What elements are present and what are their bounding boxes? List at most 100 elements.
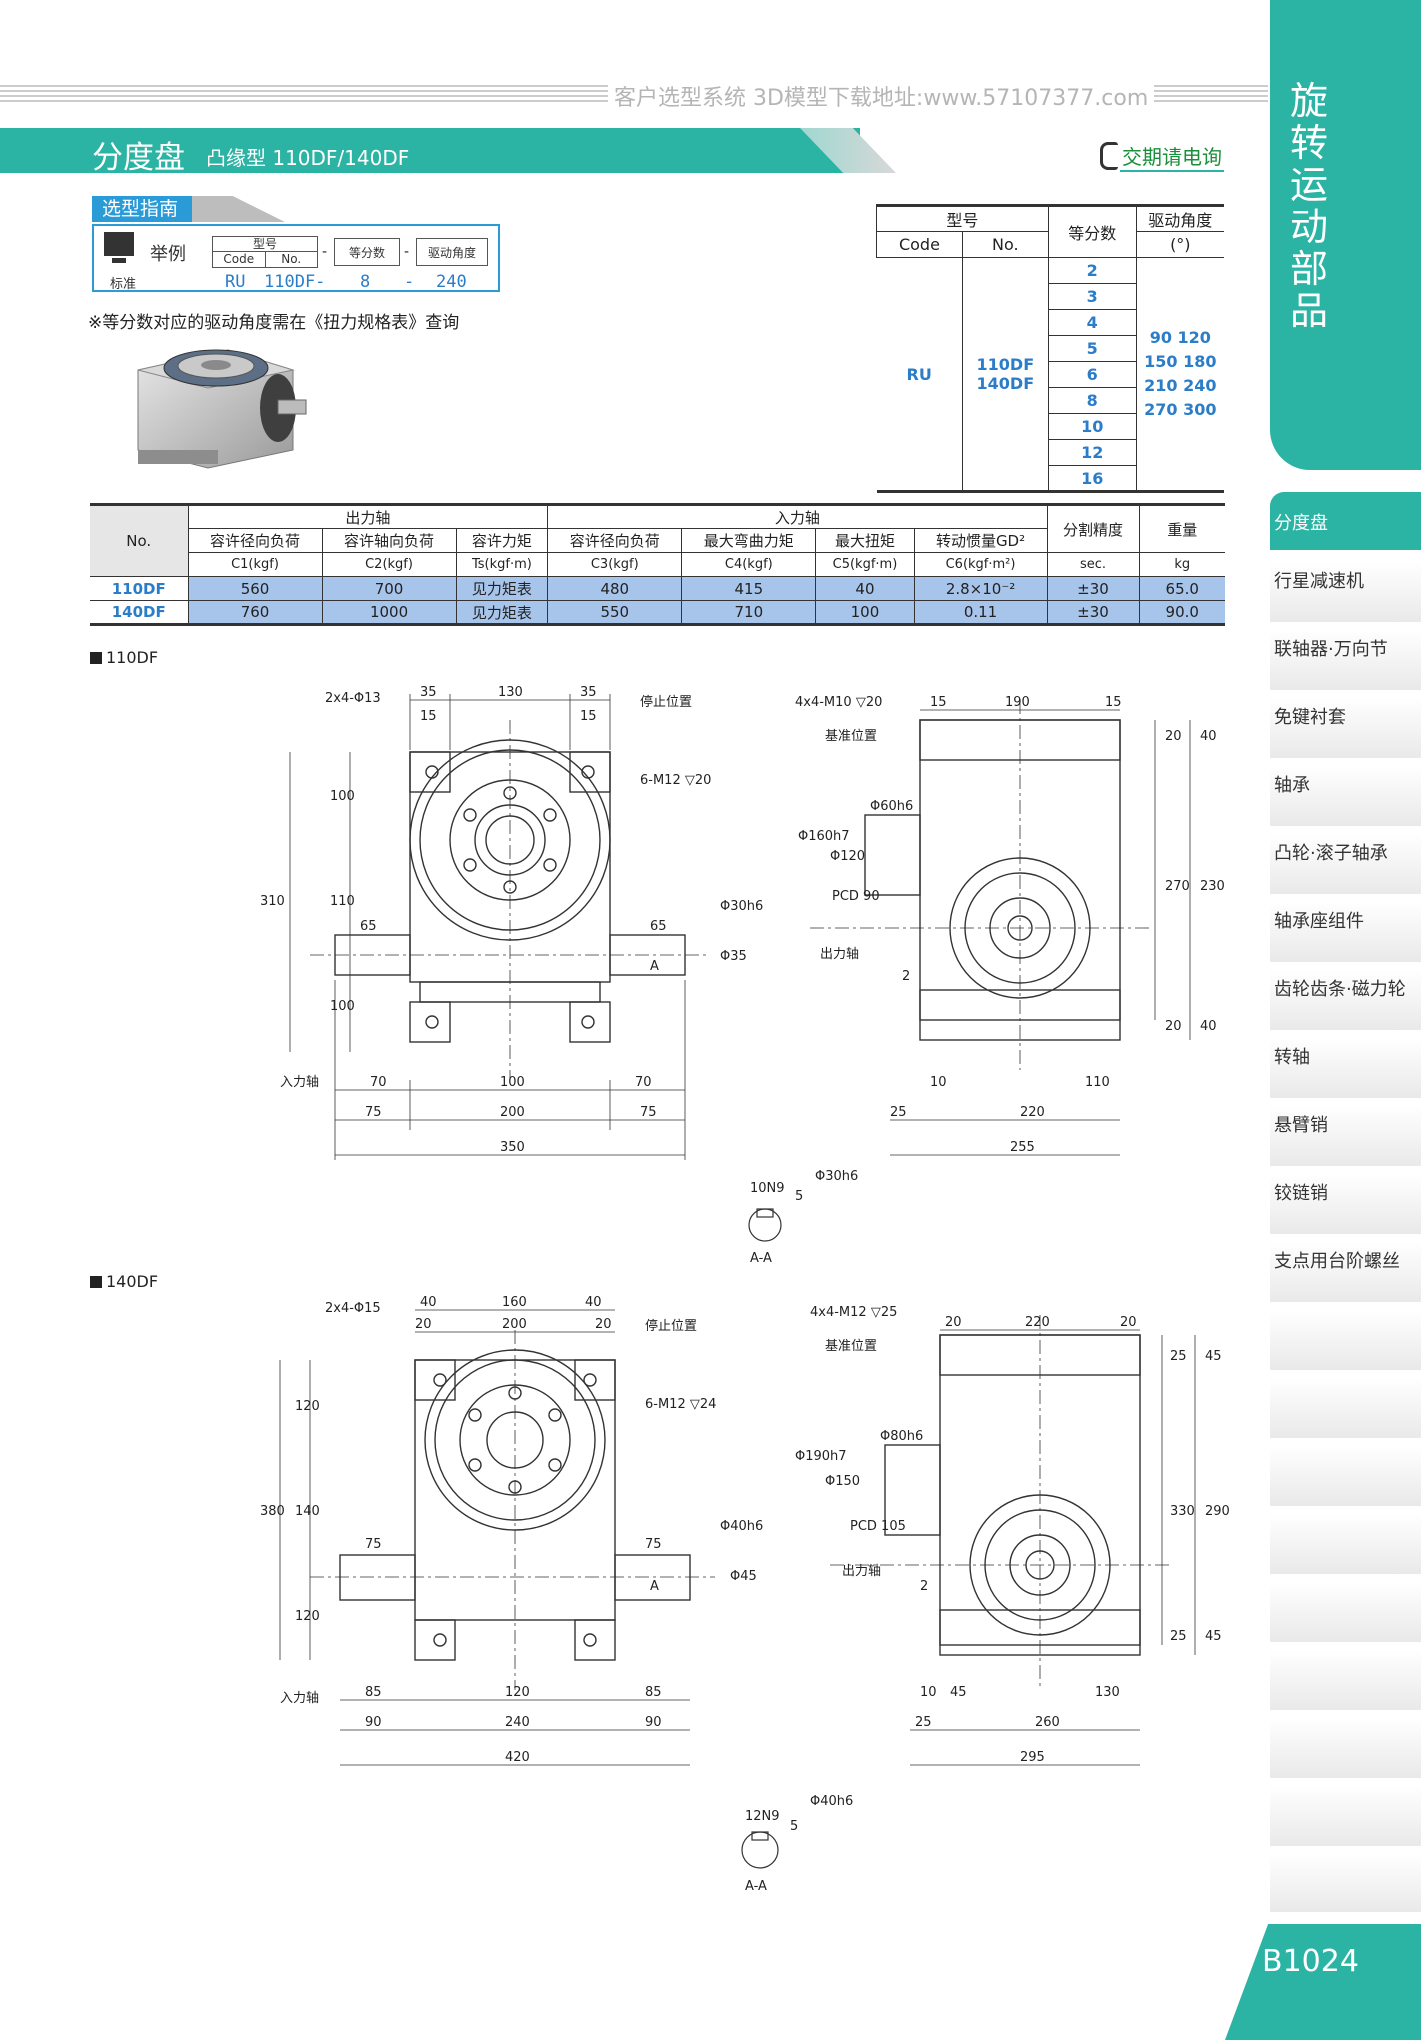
sidebar-item-blank xyxy=(1270,1786,1421,1848)
model-table-div-header: 等分数 xyxy=(1047,204,1137,258)
dim: 15 xyxy=(930,695,947,710)
dim: 70 xyxy=(370,1075,387,1090)
sidebar-item-blank xyxy=(1270,1854,1421,1914)
drawing-110df-side-dims xyxy=(890,709,1191,1156)
dim: 90 xyxy=(365,1715,382,1730)
sidebar-item-cam-follower[interactable]: 凸轮·滚子轴承 xyxy=(1270,834,1421,896)
sidebar-item-blank xyxy=(1270,1582,1421,1644)
dim: 20 xyxy=(1165,1019,1182,1034)
sidebar-item-cantilever-pin[interactable]: 悬臂销 xyxy=(1270,1106,1421,1168)
dim: 45 xyxy=(1205,1349,1222,1364)
angle-line: 150 180 xyxy=(1144,352,1217,371)
sidebar-item-bearing-housing[interactable]: 轴承座组件 xyxy=(1270,902,1421,964)
callout: Φ40h6 xyxy=(720,1519,763,1534)
spec-unit: kg xyxy=(1138,552,1225,577)
spec-unit: C2(kgf) xyxy=(321,552,457,577)
callout: Φ190h7 xyxy=(795,1449,847,1464)
dim: 295 xyxy=(1020,1750,1045,1765)
callout: 4x4-M12 ▽25 xyxy=(810,1305,897,1320)
callout: 停止位置 xyxy=(645,1318,697,1334)
division-cell: 3 xyxy=(1047,283,1137,310)
dim: 75 xyxy=(365,1105,382,1120)
dim: 15 xyxy=(580,709,597,724)
monitor-icon xyxy=(104,232,134,256)
callout: 5 xyxy=(790,1819,798,1834)
dim: 20 xyxy=(1120,1315,1137,1330)
product-photo xyxy=(137,349,307,469)
dim: 310 xyxy=(260,894,285,909)
drawing-140df-side-text: 20 220 20 25 45 330 290 25 45 2 10 45 13… xyxy=(795,1305,1230,1765)
callout: Φ150 xyxy=(825,1474,860,1489)
model-download-url[interactable]: 客户选型系统 3D模型下载地址:www.57107377.com xyxy=(608,80,1155,112)
drawing-110df-section-aa xyxy=(748,1208,782,1242)
division-cell: 4 xyxy=(1047,309,1137,336)
sidebar-item-bearing[interactable]: 轴承 xyxy=(1270,766,1421,828)
sidebar-item-coupling[interactable]: 联轴器·万向节 xyxy=(1270,630,1421,692)
spec-c3: 550 xyxy=(547,600,683,625)
spec-c3: 480 xyxy=(547,576,683,601)
dim: 420 xyxy=(505,1750,530,1765)
spec-unit: C5(kgf·m) xyxy=(815,552,915,577)
sidebar-item-shaft[interactable]: 转轴 xyxy=(1270,1038,1421,1100)
angle-line: 90 120 xyxy=(1149,328,1211,347)
dim: 200 xyxy=(500,1105,525,1120)
spec-input-header: 入力轴 xyxy=(547,504,1048,529)
angle-line: 210 240 xyxy=(1144,376,1217,395)
title-bar xyxy=(0,128,860,173)
dim: 65 xyxy=(360,919,377,934)
selection-example-box xyxy=(92,224,500,292)
model-table-angle-header: 驱动角度 xyxy=(1135,204,1224,232)
dim: 230 xyxy=(1200,879,1225,894)
page-number: B1024 xyxy=(1262,1944,1359,1979)
spec-acc: ±30 xyxy=(1046,600,1140,625)
dim: 20 xyxy=(945,1315,962,1330)
dim: 10 xyxy=(930,1075,947,1090)
dim: 380 xyxy=(260,1504,285,1519)
dim: 130 xyxy=(1095,1685,1120,1700)
spec-c5: 100 xyxy=(815,600,915,625)
spec-c1: 560 xyxy=(187,576,323,601)
dim: 20 xyxy=(1165,729,1182,744)
example-model-box: 型号 Code No. xyxy=(212,236,318,268)
sidebar-item-blank xyxy=(1270,1650,1421,1712)
sidebar-item-gear-rack[interactable]: 齿轮齿条·磁力轮 xyxy=(1270,970,1421,1032)
dim: 2 xyxy=(920,1579,928,1594)
model-table-code-cell: RU xyxy=(876,257,963,493)
spec-unit: sec. xyxy=(1046,552,1140,577)
dim: 25 xyxy=(890,1105,907,1120)
callout: 基准位置 xyxy=(825,729,877,744)
callout: A-A xyxy=(750,1251,772,1266)
selection-note: ※等分数对应的驱动角度需在《扭力规格表》查询 xyxy=(88,313,460,333)
dim: 75 xyxy=(640,1105,657,1120)
sidebar-category-panel xyxy=(1270,0,1421,470)
selection-guide-tab: 选型指南 xyxy=(92,196,192,222)
dim: 2 xyxy=(902,969,910,984)
drawing-140df-front-dims xyxy=(279,1309,690,1766)
sidebar-item-planetary-reducer[interactable]: 行星减速机 xyxy=(1270,562,1421,624)
table-row: 140DF 760 1000 见力矩表 550 710 100 0.11 ±30… xyxy=(90,600,1225,625)
selection-guide-tab-accent xyxy=(190,196,285,222)
callout: 停止位置 xyxy=(640,694,692,710)
separator: - xyxy=(404,272,415,292)
spec-unit: Ts(kgf·m) xyxy=(455,552,549,577)
callout: 入力轴 xyxy=(280,1075,319,1090)
sidebar-item-keyless-bushing[interactable]: 免键衬套 xyxy=(1270,698,1421,760)
spec-unit: C6(kgf·m²) xyxy=(913,552,1048,577)
sidebar-item-fulcrum-screw[interactable]: 支点用台阶螺丝 xyxy=(1270,1242,1421,1304)
spec-unit: C1(kgf) xyxy=(187,552,323,577)
dim: 110 xyxy=(330,894,355,909)
separator: - xyxy=(404,244,410,260)
callout: Φ60h6 xyxy=(870,799,913,814)
drawing-140df-label-text: 140DF xyxy=(106,1272,159,1291)
spec-unit: C3(kgf) xyxy=(547,552,683,577)
sidebar-item-hinge-pin[interactable]: 铰链销 xyxy=(1270,1174,1421,1236)
dim: 350 xyxy=(500,1140,525,1155)
spec-row-no: 140DF xyxy=(90,600,189,625)
model-table-model-header: 型号 xyxy=(876,204,1049,232)
page-number-tab xyxy=(1225,1924,1421,2040)
drawing-140df-label: 140DF xyxy=(90,1272,158,1291)
spec-table: No. 出力轴 入力轴 分割精度 重量 容许径向负荷 容许轴向负荷 容许力矩 容… xyxy=(90,503,1225,626)
callout: 入力轴 xyxy=(280,1691,319,1706)
dim: 75 xyxy=(365,1537,382,1552)
sidebar-item-indexer[interactable]: 分度盘 xyxy=(1270,492,1421,552)
